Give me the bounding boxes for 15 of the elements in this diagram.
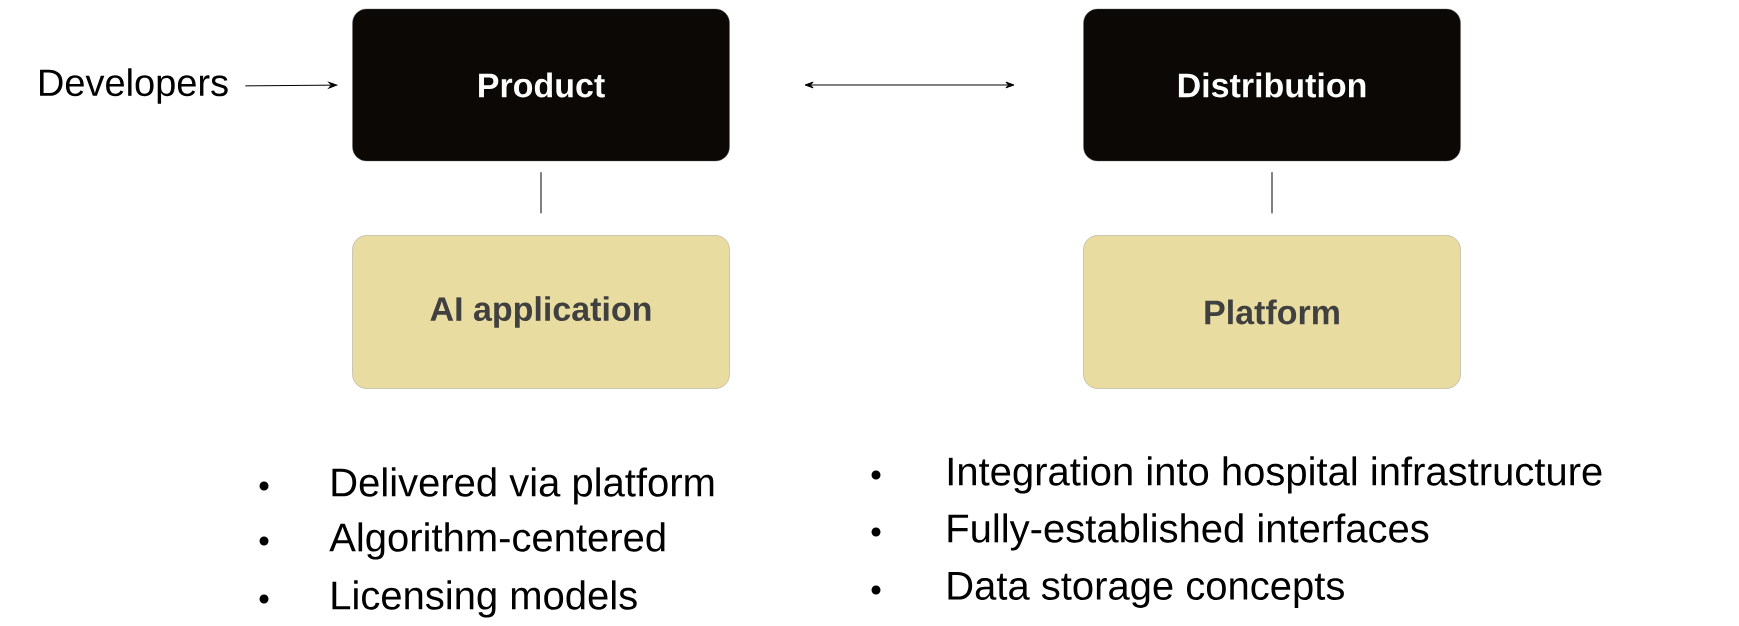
bullet-text: Algorithm-centered (329, 522, 665, 560)
platform-box: Platform (1083, 235, 1461, 389)
product-box: Product (352, 8, 730, 162)
bullet-text: Integration into hospital infrastructure (948, 456, 1602, 494)
bullet-text: Data storage concepts (948, 572, 1344, 608)
distribution-box: Distribution (1083, 8, 1461, 162)
connector-line (1271, 171, 1273, 214)
arrow (804, 81, 1015, 89)
application-box: AI application (352, 235, 730, 389)
developers-label: Developers (40, 68, 228, 104)
connector-line (540, 171, 542, 214)
bullet-text: Licensing models (332, 580, 637, 618)
bullet-text: Fully-established interfaces (948, 513, 1429, 551)
bullet-text: Delivered via platform (332, 467, 714, 505)
arrow (244, 81, 338, 89)
